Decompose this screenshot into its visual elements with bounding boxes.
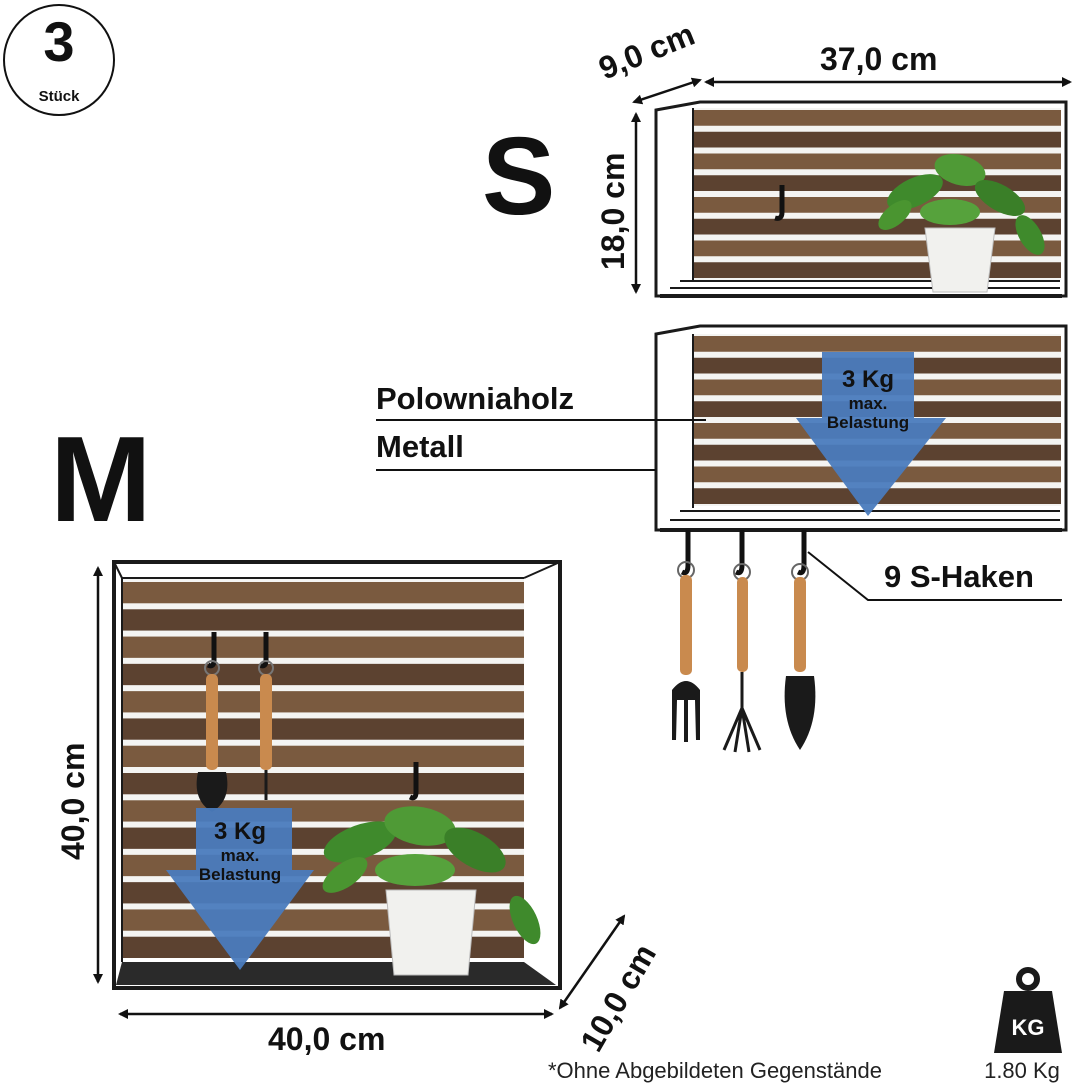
product-weight: 1.80 Kg [984, 1058, 1060, 1083]
wood-slat [693, 336, 1061, 352]
count-badge: 3 Stück [3, 4, 115, 116]
load-belastung: Belastung [826, 413, 910, 433]
wood-slat [693, 262, 1061, 278]
plant-icon [878, 154, 1045, 293]
hooks-label: 9 S-Haken [884, 559, 1034, 594]
garden-fork-icon [672, 561, 700, 742]
load-max: max. [220, 845, 260, 865]
load-arrow-medium [166, 808, 314, 970]
weight-icon: KG [994, 967, 1062, 1053]
wood-slat [122, 636, 524, 658]
load-value: 3 Kg [841, 366, 894, 393]
load-arrow-small [796, 352, 946, 516]
medium-height-label: 40,0 cm [55, 742, 91, 860]
medium-width-label: 40,0 cm [268, 1021, 386, 1057]
metal-material-label: Metall [376, 429, 464, 464]
wood-slat [122, 582, 524, 604]
wood-slat [693, 153, 1061, 170]
wood-slat [122, 718, 524, 740]
load-value: 3 Kg [213, 818, 266, 845]
weight-badge-text: KG [1012, 1015, 1045, 1040]
plant-icon [322, 806, 541, 976]
wood-slat [122, 609, 524, 631]
wood-slat [693, 218, 1061, 235]
wood-slat [693, 110, 1061, 126]
load-belastung: Belastung [198, 865, 282, 885]
count-label: Stück [38, 88, 80, 105]
garden-trowel-icon [784, 563, 816, 750]
wood-slat [122, 691, 524, 713]
wood-slat [122, 773, 524, 795]
count-number: 3 [43, 10, 75, 73]
small-width-label: 37,0 cm [820, 41, 938, 77]
size-label-medium: M [50, 411, 152, 547]
small-shelf-top [654, 100, 1068, 298]
callout-lines [376, 419, 1062, 601]
medium-shelf [112, 560, 562, 990]
load-max: max. [848, 393, 888, 413]
s-hooks [680, 530, 807, 576]
wood-material-label: Polowniaholz [376, 381, 575, 416]
garden-rake-icon [722, 563, 762, 753]
disclaimer-text: *Ohne Abgebildeten Gegenstände [548, 1058, 882, 1083]
load-text-medium: 3 Kg max. Belastung [178, 818, 302, 885]
size-label-small: S [482, 115, 556, 238]
wood-slat [693, 240, 1061, 257]
wood-slat [122, 663, 524, 686]
dimension-lines [93, 77, 1072, 1019]
load-text-small: 3 Kg max. Belastung [806, 366, 930, 433]
wood-slat [122, 745, 524, 767]
wood-slat [693, 131, 1061, 148]
small-height-label: 18,0 cm [595, 152, 631, 270]
